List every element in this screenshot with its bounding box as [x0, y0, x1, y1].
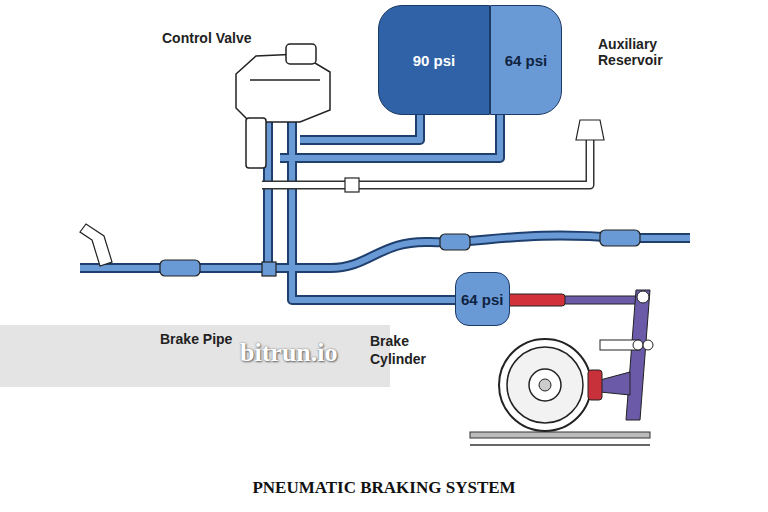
brake-cylinder: 64 psi [455, 272, 510, 326]
wheel [499, 339, 591, 431]
auxiliary-reservoir-chamber: 64 psi [490, 5, 562, 115]
watermark-band [0, 325, 390, 387]
node-text: 90 psi [413, 52, 456, 69]
control-valve [236, 44, 330, 168]
part-label: Auxiliary Reservoir [598, 36, 688, 68]
part-label: Brake Pipe [160, 331, 232, 347]
piston-rod [503, 294, 565, 306]
reservoir-high-chamber: 90 psi [378, 5, 490, 115]
caption: PNEUMATIC BRAKING SYSTEM [0, 478, 768, 498]
rail [470, 432, 650, 438]
node-text: 64 psi [505, 52, 548, 69]
part-label: Brake Cylinder [370, 332, 450, 368]
hose-couplings [80, 120, 640, 276]
brake-linkage [560, 290, 653, 420]
watermark: bitrun.io [240, 338, 338, 368]
node-text: 64 psi [461, 291, 504, 308]
part-label: Control Valve [162, 30, 251, 46]
